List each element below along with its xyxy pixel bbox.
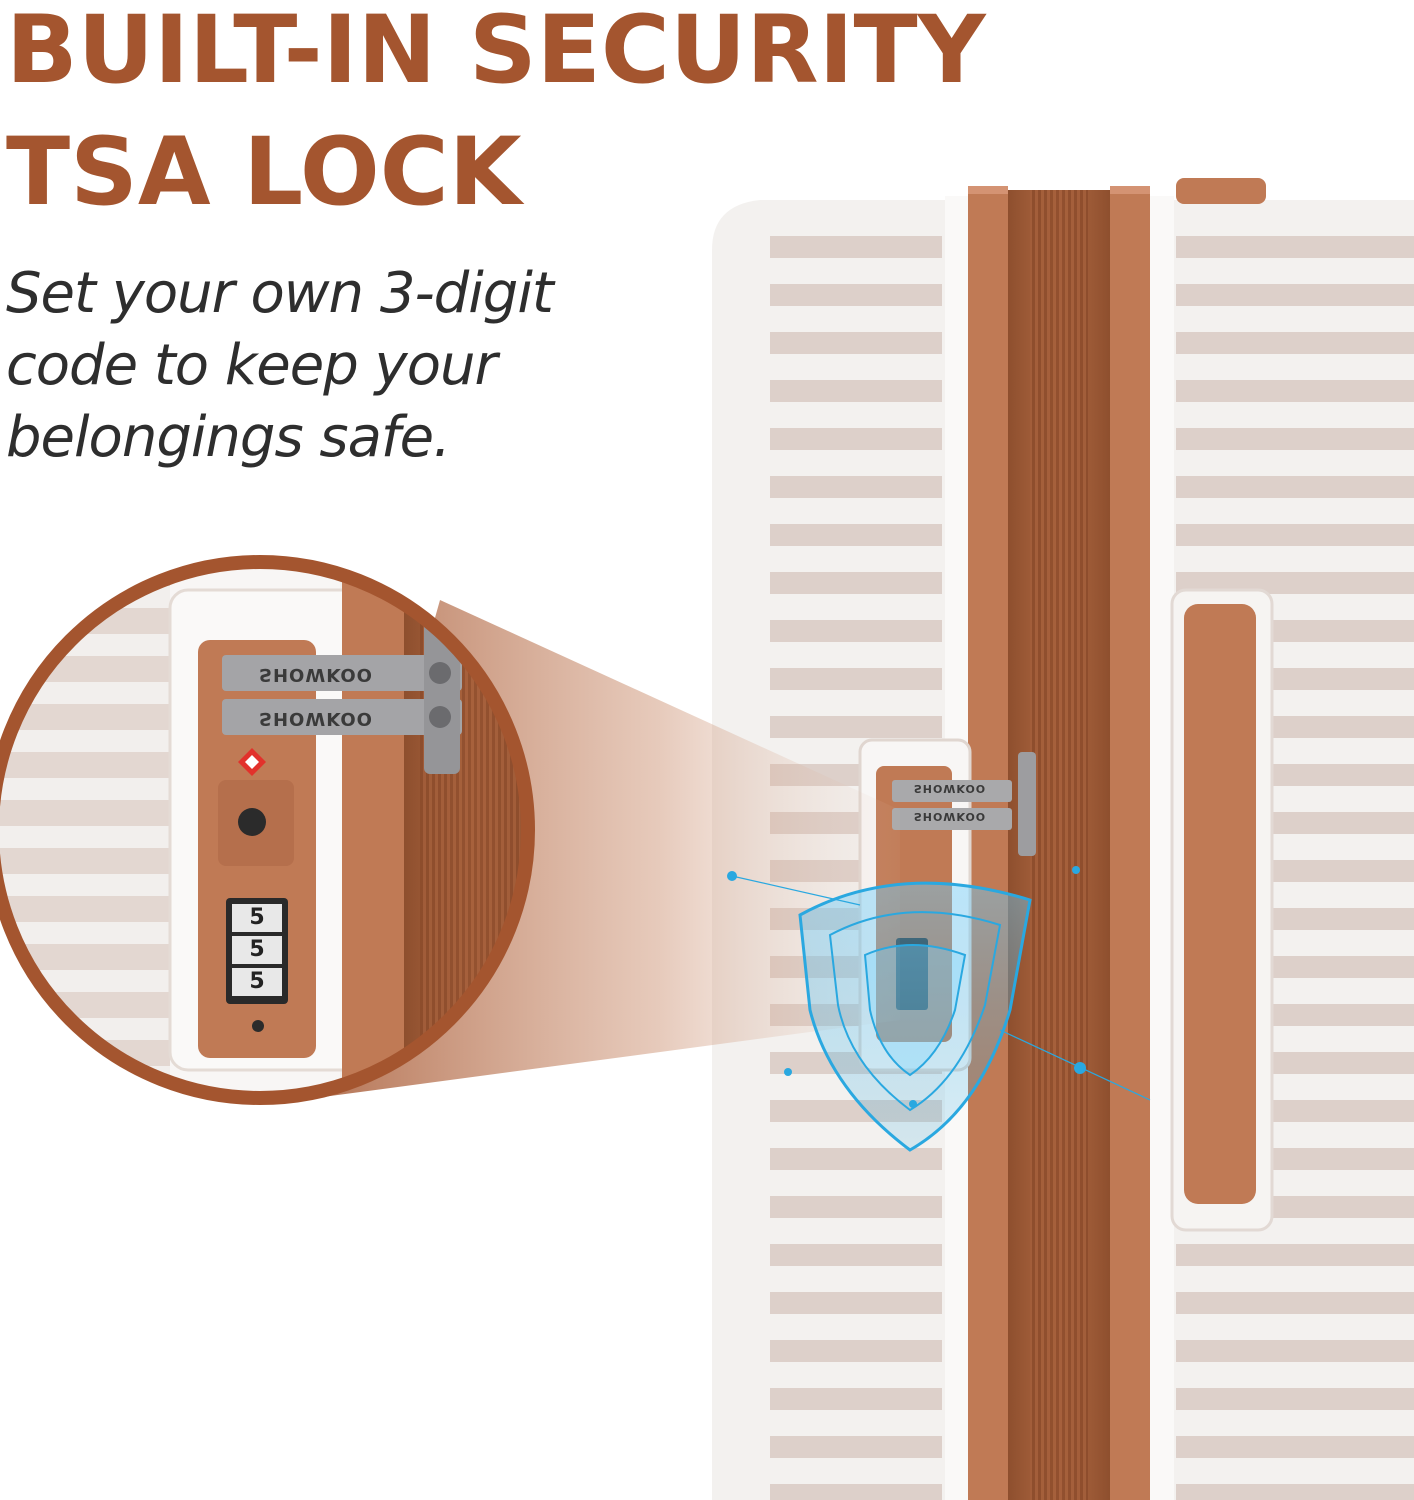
groove-stripe [770, 668, 942, 690]
groove-stripe [1176, 236, 1414, 258]
groove-stripe [770, 524, 942, 546]
groove-stripe [0, 704, 180, 730]
groove-stripe [1176, 476, 1414, 498]
groove-stripe [770, 1484, 942, 1500]
groove-stripe [770, 1196, 942, 1218]
groove-stripe [1176, 1436, 1414, 1458]
groove-stripe [1176, 1292, 1414, 1314]
groove-stripe [0, 1088, 180, 1098]
zipper-brand-label-2: SHOWKOO [259, 708, 373, 729]
groove-stripe [1176, 332, 1414, 354]
subtext-line-3: belongings safe. [6, 405, 451, 470]
groove-stripe [770, 1388, 942, 1410]
subtext-line-1: Set your own 3-digit [6, 261, 554, 326]
lock-dial-1: 5 [249, 905, 265, 930]
groove-stripe [1176, 428, 1414, 450]
groove-stripe [770, 716, 942, 738]
groove-stripe [770, 428, 942, 450]
groove-stripe [770, 380, 942, 402]
headline-line-2: TSA LOCK [6, 118, 522, 227]
groove-stripe [0, 848, 180, 874]
shield-icon [727, 866, 1151, 1152]
zipper-brand-label-3: SHOWKOO [913, 782, 987, 795]
groove-stripe [1176, 380, 1414, 402]
zipper-brand-label-4: SHOWKOO [913, 810, 987, 823]
headline-line-1: BUILT-IN SECURITY [6, 0, 986, 105]
groove-stripe [0, 800, 180, 826]
groove-stripe [0, 752, 180, 778]
groove-stripe [1176, 1388, 1414, 1410]
zipper-brand-label-1: SHOWKOO [259, 664, 373, 685]
groove-stripe [1176, 1340, 1414, 1362]
groove-stripe [1176, 284, 1414, 306]
groove-stripe [1176, 524, 1414, 546]
groove-stripe [1176, 1244, 1414, 1266]
lock-dial-2: 5 [249, 937, 265, 962]
groove-stripe [770, 236, 942, 258]
groove-stripe [770, 572, 942, 594]
groove-stripe [770, 332, 942, 354]
groove-stripe [0, 992, 180, 1018]
groove-stripe [770, 1436, 942, 1458]
groove-stripe [770, 476, 942, 498]
groove-stripe [770, 1292, 942, 1314]
groove-stripe [770, 1340, 942, 1362]
groove-stripe [770, 284, 942, 306]
subtext-line-2: code to keep your [6, 333, 497, 398]
groove-stripe [770, 1148, 942, 1170]
lock-dial-3: 5 [249, 969, 265, 994]
groove-stripe [1176, 1484, 1414, 1500]
groove-stripe [770, 1244, 942, 1266]
groove-stripe [770, 620, 942, 642]
groove-stripe [0, 656, 180, 682]
subtext: Set your own 3-digit code to keep your b… [6, 258, 626, 474]
groove-stripe [0, 896, 180, 922]
